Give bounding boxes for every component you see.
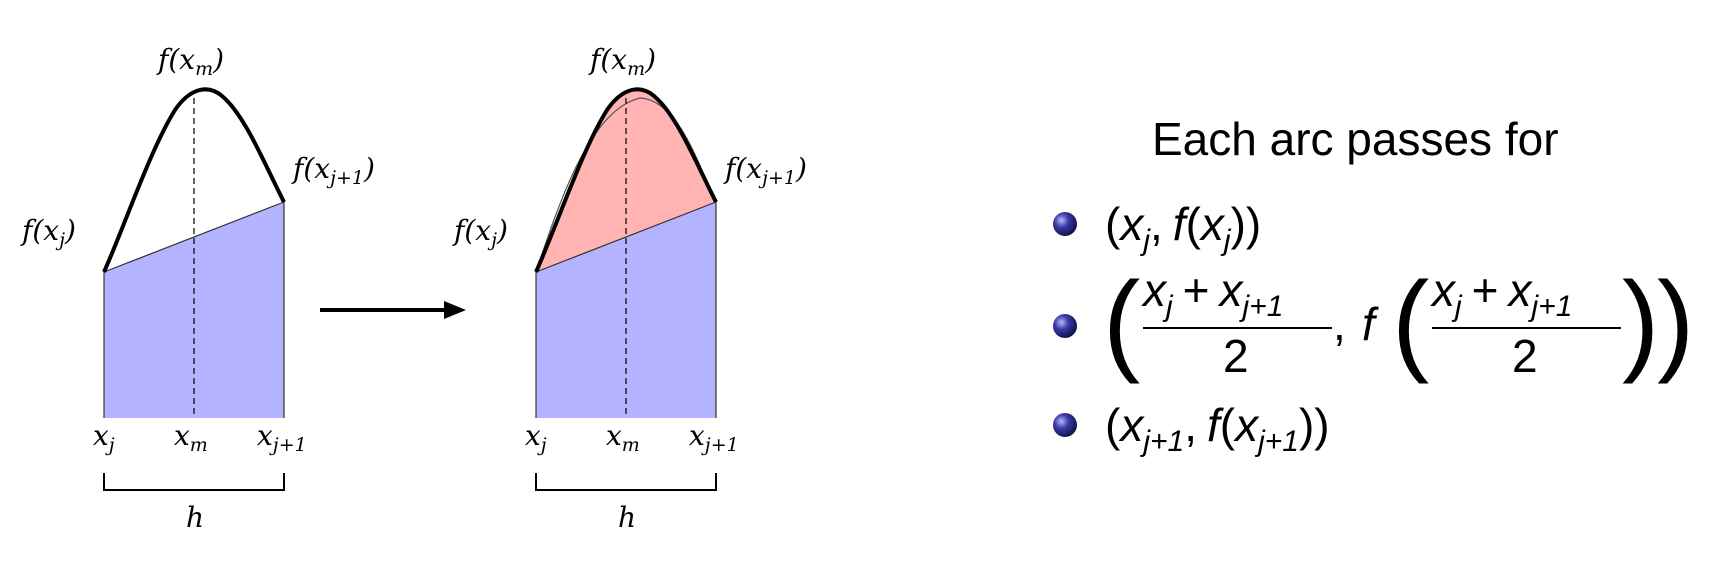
bullet-3-math: (xj+1,f(xj+1)) (1105, 399, 1330, 458)
big-left-paren: ( (1103, 259, 1140, 384)
fraction-1-numerator: xj+xj+1 (1141, 264, 1283, 323)
trapezoid-top-edge (103, 201, 285, 273)
left-diagram: f(xm) f(xj) f(xj+1) xj xm xj+1 h (20, 43, 375, 534)
tick-label-xj1: xj+1 (257, 419, 307, 456)
tick-label-xj: xj (525, 419, 547, 456)
trapezoid-top-edge (535, 201, 717, 273)
label-f-xj1: f(xj+1) (723, 152, 807, 189)
label-f-xj: f(xj) (20, 214, 76, 251)
fraction-2-denominator: 2 (1512, 330, 1538, 382)
function-curve (534, 87, 718, 273)
tick-label-xj1: xj+1 (689, 419, 739, 456)
label-f-xm: f(xm) (588, 43, 656, 80)
label-f-xj1: f(xj+1) (291, 152, 375, 189)
bullet-1-math: (xj,f(xj)) (1105, 198, 1261, 257)
label-f-xm: f(xm) (156, 43, 224, 80)
f-symbol: f (1362, 298, 1379, 350)
text-panel: Each arc passes for (xj,f(xj)) ( xj+xj+1… (1053, 113, 1694, 458)
function-curve (102, 87, 286, 273)
inner-left-paren: ( (1392, 259, 1429, 384)
comma: , (1333, 298, 1346, 350)
width-bracket (103, 473, 285, 491)
tick-label-xm: xm (174, 419, 208, 456)
tick-label-xm: xm (606, 419, 640, 456)
panel-heading: Each arc passes for (1152, 113, 1559, 165)
right-diagram: f(xm) f(xj) f(xj+1) xj xm xj+1 h (452, 43, 807, 534)
transition-arrow (320, 301, 466, 319)
bullet-2-math: ( xj+xj+1 2 , f ( xj+xj+1 2 ) ) (1103, 259, 1694, 384)
inner-right-paren: ) (1622, 259, 1659, 384)
big-right-paren: ) (1657, 259, 1694, 384)
label-h: h (186, 501, 204, 534)
fraction-2-numerator: xj+xj+1 (1430, 264, 1572, 323)
tick-label-xj: xj (93, 419, 115, 456)
label-h: h (618, 501, 636, 534)
bullet-ball-icon (1053, 413, 1077, 437)
fraction-1-denominator: 2 (1223, 330, 1249, 382)
label-f-xj: f(xj) (452, 214, 508, 251)
bullet-ball-icon (1053, 212, 1077, 236)
bullet-ball-icon (1053, 314, 1077, 338)
width-bracket (535, 473, 717, 491)
